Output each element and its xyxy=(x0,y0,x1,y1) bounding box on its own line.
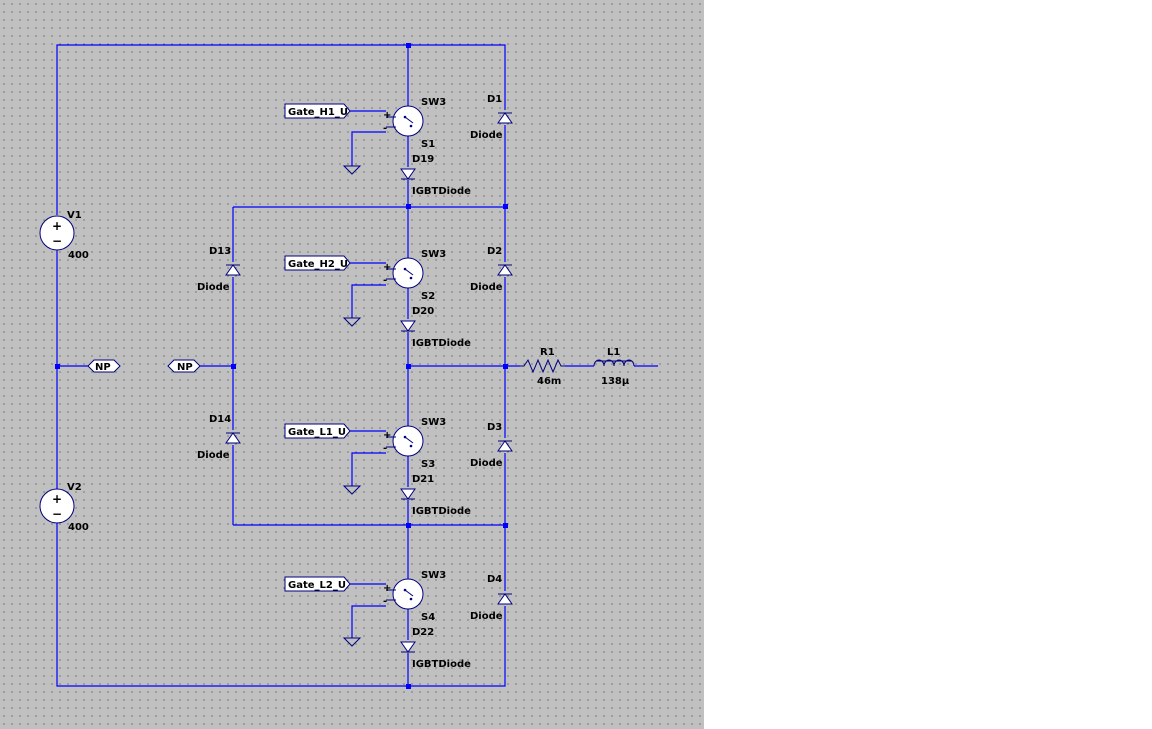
diode-d1[interactable]: D1 Diode xyxy=(470,94,513,141)
svg-text:Diode: Diode xyxy=(470,282,503,293)
ground-s2 xyxy=(343,317,361,327)
v2-name: V2 xyxy=(67,482,82,493)
s3-model: SW3 xyxy=(421,417,446,428)
s1-model: SW3 xyxy=(421,97,446,108)
svg-text:46m: 46m xyxy=(537,376,561,387)
svg-text:D4: D4 xyxy=(487,574,502,585)
svg-text:NP: NP xyxy=(95,362,111,373)
diode-d21[interactable]: D21 IGBTDiode xyxy=(400,474,471,517)
svg-text:-: - xyxy=(383,596,387,607)
diode-d14[interactable]: D14 Diode xyxy=(197,414,241,461)
svg-text:D1: D1 xyxy=(487,94,502,105)
gate-flag-h1[interactable]: Gate_H1_U xyxy=(284,103,351,119)
s2-name: S2 xyxy=(421,291,435,302)
svg-text:Diode: Diode xyxy=(470,611,503,622)
svg-text:Gate_H1_U: Gate_H1_U xyxy=(288,107,348,118)
svg-text:D20: D20 xyxy=(412,306,434,317)
blank-area xyxy=(704,0,1152,729)
svg-text:−: − xyxy=(52,234,62,248)
svg-text:D13: D13 xyxy=(209,246,231,257)
svg-text:NP: NP xyxy=(177,362,193,373)
svg-text:D19: D19 xyxy=(412,154,434,165)
svg-text:-: - xyxy=(383,275,387,286)
svg-text:R1: R1 xyxy=(540,347,555,358)
ground-s1 xyxy=(343,165,361,175)
diode-d22[interactable]: D22 IGBTDiode xyxy=(400,627,471,670)
svg-text:IGBTDiode: IGBTDiode xyxy=(412,186,471,197)
svg-text:D22: D22 xyxy=(412,627,434,638)
svg-text:Diode: Diode xyxy=(197,282,230,293)
v2-value: 400 xyxy=(68,522,89,533)
svg-text:+: + xyxy=(383,583,391,594)
svg-text:IGBTDiode: IGBTDiode xyxy=(412,659,471,670)
gate-flag-h2[interactable]: Gate_H2_U xyxy=(284,255,351,271)
switch-s3[interactable]: + - SW3 S3 xyxy=(383,417,446,470)
ground-s3 xyxy=(343,485,361,495)
svg-text:-: - xyxy=(383,443,387,454)
s2-model: SW3 xyxy=(421,249,446,260)
svg-text:−: − xyxy=(52,507,62,521)
v1-value: 400 xyxy=(68,250,89,261)
diode-d13[interactable]: D13 Diode xyxy=(197,246,241,293)
ground-s4 xyxy=(343,637,361,647)
s4-model: SW3 xyxy=(421,570,446,581)
svg-text:D21: D21 xyxy=(412,474,434,485)
gate-flag-l1[interactable]: Gate_L1_U xyxy=(284,423,351,439)
diode-d20[interactable]: D20 IGBTDiode xyxy=(400,306,471,349)
svg-text:Diode: Diode xyxy=(470,130,503,141)
switch-s4[interactable]: + - SW3 S4 xyxy=(383,570,446,623)
svg-text:+: + xyxy=(383,262,391,273)
svg-text:+: + xyxy=(383,430,391,441)
switch-s2[interactable]: + - SW3 S2 xyxy=(383,249,446,302)
v1-name: V1 xyxy=(67,210,82,221)
svg-text:D14: D14 xyxy=(209,414,231,425)
svg-text:+: + xyxy=(52,219,62,233)
svg-text:Diode: Diode xyxy=(470,458,503,469)
svg-text:Gate_L1_U: Gate_L1_U xyxy=(288,427,346,438)
gate-flag-l2[interactable]: Gate_L2_U xyxy=(284,576,351,592)
svg-text:+: + xyxy=(383,110,391,121)
inductor-l1[interactable]: L1 138µ xyxy=(593,347,635,387)
svg-text:D2: D2 xyxy=(487,246,502,257)
s3-name: S3 xyxy=(421,459,435,470)
svg-text:Gate_L2_U: Gate_L2_U xyxy=(288,580,346,591)
svg-text:L1: L1 xyxy=(607,347,620,358)
voltage-source-v1[interactable]: + − V1 400 xyxy=(39,210,89,261)
net-flag-np-left[interactable]: NP xyxy=(87,359,121,373)
diode-d19[interactable]: D19 IGBTDiode xyxy=(400,154,471,197)
resistor-r1[interactable]: R1 46m xyxy=(520,347,565,387)
svg-text:IGBTDiode: IGBTDiode xyxy=(412,506,471,517)
svg-text:IGBTDiode: IGBTDiode xyxy=(412,338,471,349)
s4-name: S4 xyxy=(421,612,435,623)
s1-name: S1 xyxy=(421,139,435,150)
junction-dots xyxy=(55,43,508,689)
svg-text:D3: D3 xyxy=(487,422,502,433)
svg-text:-: - xyxy=(383,123,387,134)
diode-d3[interactable]: D3 Diode xyxy=(470,422,513,469)
svg-text:138µ: 138µ xyxy=(601,376,630,387)
svg-text:Gate_H2_U: Gate_H2_U xyxy=(288,259,348,270)
svg-text:+: + xyxy=(52,492,62,506)
diode-d2[interactable]: D2 Diode xyxy=(470,246,513,293)
schematic-canvas[interactable] xyxy=(0,0,704,729)
diode-d4[interactable]: D4 Diode xyxy=(470,574,513,622)
net-flag-np-middle[interactable]: NP xyxy=(167,359,201,373)
wires xyxy=(56,44,658,687)
schematic-drawing[interactable]: + − V1 400 + − V2 400 NP NP + - SW3 S1 G… xyxy=(0,0,704,729)
voltage-source-v2[interactable]: + − V2 400 xyxy=(39,482,89,533)
svg-text:Diode: Diode xyxy=(197,450,230,461)
switch-s1[interactable]: + - SW3 S1 xyxy=(383,97,446,150)
